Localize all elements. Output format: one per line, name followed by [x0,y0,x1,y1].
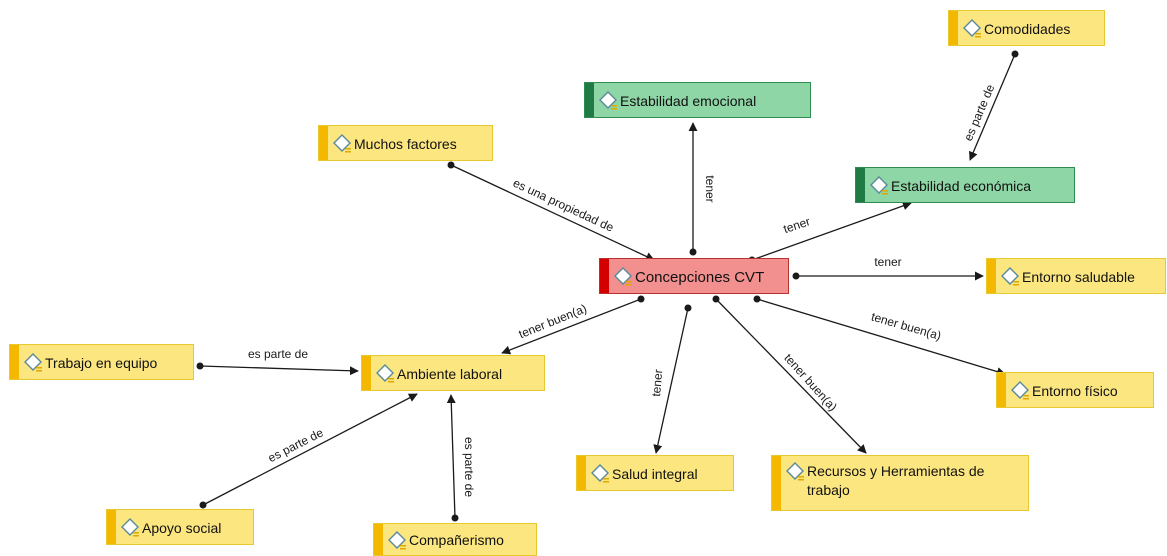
edge-label: tener [649,369,665,397]
edge-label: tener buen(a) [781,351,840,414]
code-diamond-icon [333,134,353,154]
node-companerismo[interactable]: Compañerismo [373,523,537,556]
node-color-bar [362,356,371,390]
node-label: Entorno saludable [1022,269,1135,285]
code-diamond-icon [786,462,806,482]
node-comodidades[interactable]: Comodidades [948,10,1105,46]
node-ambiente-laboral[interactable]: Ambiente laboral [361,355,545,391]
node-estabilidad-emocional[interactable]: Estabilidad emocional [584,82,811,118]
node-label: Concepciones CVT [635,269,765,286]
edge-muchos[interactable] [450,164,655,261]
node-color-bar [585,83,594,117]
edge-salud[interactable] [653,307,689,454]
edge-label: tener [703,175,717,202]
node-color-bar [10,345,19,379]
node-label: Estabilidad emocional [620,93,757,109]
edge-label: es parte de [266,425,326,465]
edge-label: tener [782,214,812,236]
code-diamond-icon [870,176,890,196]
node-recursos-herramientas[interactable]: Recursos y Herramientas de trabajo [771,455,1029,511]
node-color-bar [600,259,609,293]
edge-label: es parte de [248,347,308,361]
edge-label: tener buen(a) [870,310,943,343]
code-diamond-icon [599,91,619,111]
node-color-bar [772,456,781,510]
node-color-bar [997,373,1006,407]
edge-fisico[interactable] [756,298,1006,376]
edge-recursos[interactable] [715,298,867,454]
code-diamond-icon [1001,267,1021,287]
edge-label: es parte de [462,437,476,497]
edge-comodidades[interactable] [969,53,1016,161]
edge-label: tener [874,255,901,269]
node-color-bar [987,259,996,293]
code-diamond-icon [24,353,44,373]
edge-label: es parte de [961,82,997,143]
node-label: Entorno físico [1032,383,1118,399]
code-diamond-icon [614,267,634,287]
node-label: Apoyo social [142,520,222,536]
edge-companerismo[interactable] [446,394,456,519]
node-label: Estabilidad económica [891,178,1032,194]
node-trabajo-en-equipo[interactable]: Trabajo en equipo [9,344,194,380]
node-label: Comodidades [984,21,1071,37]
node-color-bar [319,126,328,160]
edge-apoyo[interactable] [202,393,418,506]
node-muchos-factores[interactable]: Muchos factores [318,125,493,161]
node-color-bar [856,168,865,202]
node-apoyo-social[interactable]: Apoyo social [106,509,254,545]
node-label: Ambiente laboral [397,366,503,382]
code-diamond-icon [376,364,396,384]
node-entorno-saludable[interactable]: Entorno saludable [986,258,1166,294]
edge-economica[interactable] [751,201,912,261]
edge-trabajo[interactable] [199,365,359,376]
node-label: Recursos y Herramientas de trabajo [807,463,985,498]
node-label: Muchos factores [354,136,457,152]
node-entorno-fisico[interactable]: Entorno físico [996,372,1154,408]
node-color-bar [107,510,116,544]
node-estabilidad-economica[interactable]: Estabilidad económica [855,167,1075,203]
code-diamond-icon [121,518,141,538]
code-diamond-icon [591,464,611,484]
node-salud-integral[interactable]: Salud integral [576,455,734,491]
edge-label: tener buen(a) [517,301,589,341]
node-color-bar [577,456,586,490]
node-label: Compañerismo [409,532,504,548]
code-diamond-icon [963,19,983,39]
edge-label: es una propiedad de [511,176,616,235]
node-label: Trabajo en equipo [45,355,158,371]
node-color-bar [949,11,958,45]
edge-ambiente[interactable] [501,298,642,355]
node-concepciones-cvt[interactable]: Concepciones CVT [599,258,789,294]
node-color-bar [374,524,383,555]
node-label: Salud integral [612,466,698,482]
code-diamond-icon [388,531,408,551]
code-diamond-icon [1011,381,1031,401]
